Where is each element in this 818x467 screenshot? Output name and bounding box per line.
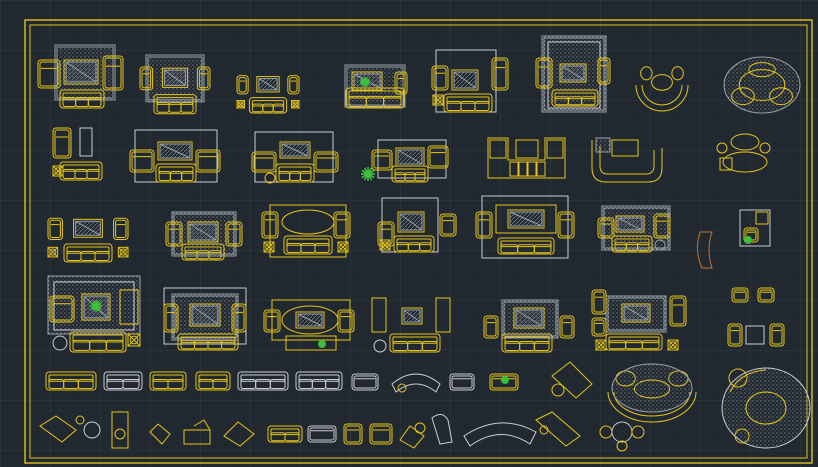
living-room-set-21[interactable] [597,205,671,253]
corner-set-23[interactable] [739,209,771,247]
drawing-frame-inner [29,24,808,459]
living-room-set-19[interactable] [377,197,457,253]
living-room-set-4[interactable] [344,64,408,109]
living-room-set-17[interactable] [165,211,243,261]
lounge-chair-57[interactable] [535,411,581,447]
armchair-41[interactable] [489,373,519,391]
living-room-set-11[interactable] [251,131,339,184]
lounge-chair-45[interactable] [39,415,101,443]
armchair-40[interactable] [449,373,475,391]
living-room-set-24[interactable] [47,275,141,353]
sofa-36[interactable] [237,371,289,391]
living-room-set-20[interactable] [475,195,575,259]
sofa-33[interactable] [103,371,143,391]
armchair-47[interactable] [149,423,171,445]
round-rug-set-59[interactable] [721,367,811,449]
curved-sofa-39[interactable] [391,373,441,393]
curved-sofa-set-7[interactable] [635,66,689,112]
curved-sectional-56[interactable] [463,422,537,447]
living-room-set-18[interactable] [261,204,351,258]
living-room-set-26[interactable] [263,299,355,351]
living-room-set-12[interactable] [361,139,449,183]
side-chair-46[interactable] [111,411,129,449]
living-room-set-16[interactable] [47,217,129,263]
chair-pair-30[interactable] [731,287,775,303]
living-room-set-5[interactable] [431,49,509,113]
lounge-chair-42[interactable] [551,361,593,399]
sofa-32[interactable] [45,371,97,391]
living-room-set-28[interactable] [483,299,575,353]
living-room-set-25[interactable] [163,287,247,351]
living-room-set-2[interactable] [139,54,211,115]
armchair-49[interactable] [223,421,255,447]
drawing-frame-outer [24,19,813,464]
chair-pair-31[interactable] [727,323,785,347]
living-room-set-29[interactable] [591,289,687,351]
living-room-set-9[interactable] [52,127,103,181]
round-rug-set-8[interactable] [723,56,801,114]
accent-chair-22[interactable] [696,231,713,269]
lounge-chair-54[interactable] [399,422,426,449]
armchair-48[interactable] [183,419,211,445]
sofa-50[interactable] [267,425,303,443]
sofa-35[interactable] [195,371,231,391]
round-table-set-58[interactable] [599,421,645,452]
sofa-34[interactable] [149,371,187,391]
living-room-set-27[interactable] [371,297,451,353]
living-room-set-1[interactable] [37,44,124,109]
chaise-55[interactable] [431,414,453,445]
rug-44[interactable] [611,363,693,413]
furniture-symbols [37,35,811,452]
sectional-sofa-14[interactable] [591,137,663,183]
armchair-51[interactable] [307,425,337,443]
armchair-38[interactable] [351,373,379,391]
living-room-set-3[interactable] [236,75,300,114]
living-room-set-6[interactable] [535,35,611,113]
sectional-sofa-13[interactable] [487,137,566,179]
armchair-52[interactable] [343,423,363,445]
sofa-37[interactable] [295,371,343,391]
living-room-set-10[interactable] [129,129,221,183]
armchair-53[interactable] [369,423,393,445]
dining-set-15[interactable] [716,133,771,173]
